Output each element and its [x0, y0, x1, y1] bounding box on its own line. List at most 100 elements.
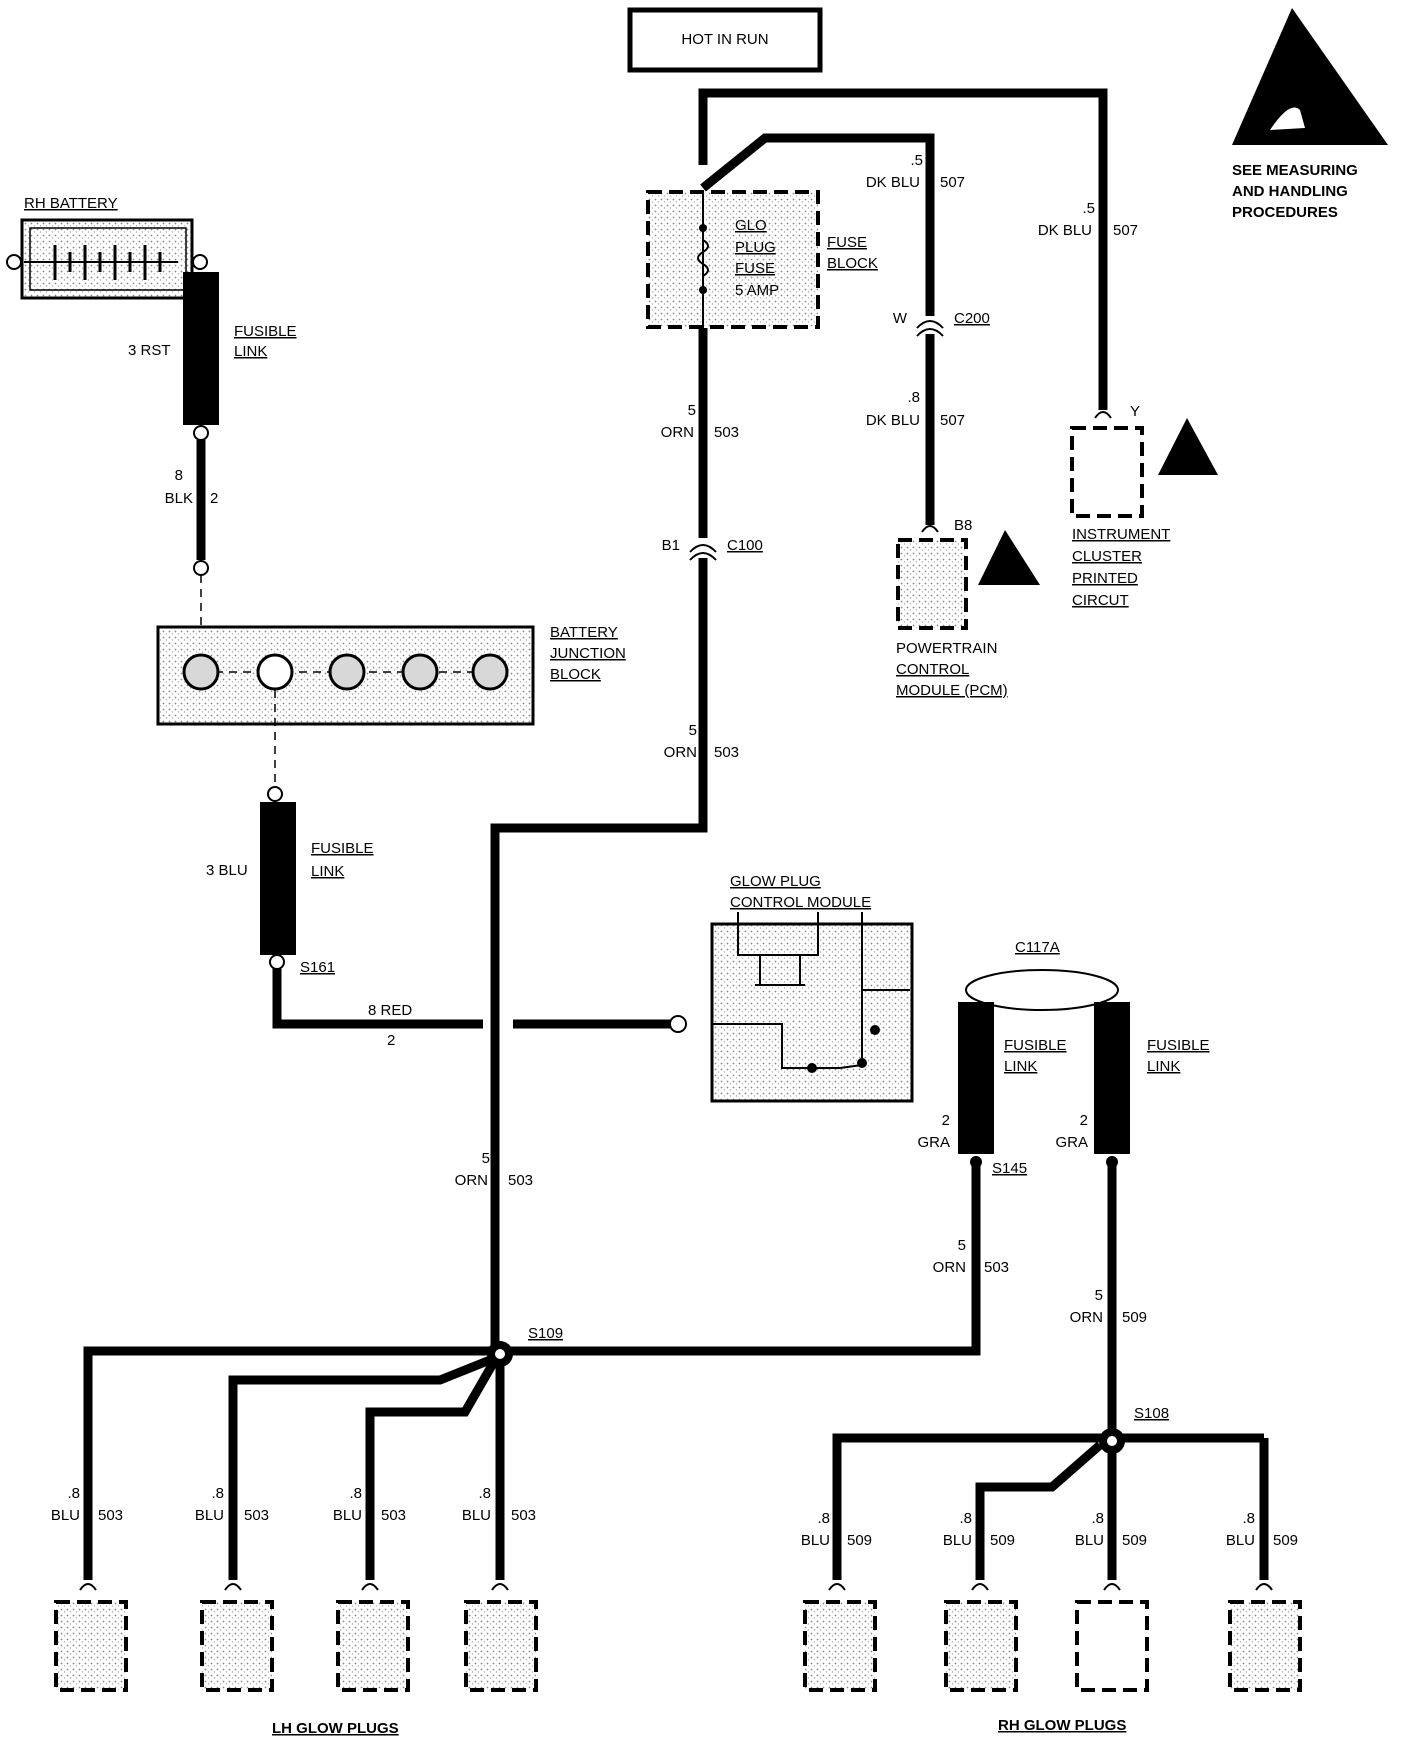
fusible-link-4-line1: FUSIBLE: [1147, 1037, 1210, 1054]
rh-battery: RH BATTERY: [6, 195, 208, 300]
splice-s161-label: S161: [300, 959, 335, 976]
hot-in-run-label: HOT IN RUN: [681, 31, 768, 48]
splice-s108: S108: [832, 1405, 1269, 1580]
ipc-line4: CIRCUT: [1072, 592, 1129, 609]
rh-plug-2-circuit: 509: [990, 1532, 1015, 1549]
fusible-link-2: 3 BLU FUSIBLE LINK S161 8 RED 2: [206, 786, 687, 1049]
fusible-link-1-wire: 3 RST: [128, 342, 171, 359]
lh-plug-1-gauge: .8: [67, 1485, 80, 1502]
glow-module-input-terminal-icon: [669, 1015, 687, 1033]
wire-503-lower-gauge: 5: [482, 1150, 490, 1167]
wire-507-right-color: DK BLU: [1038, 222, 1092, 239]
wire-503-s145-circuit: 503: [984, 1259, 1009, 1276]
wire-503-mid-circuit: 503: [714, 744, 739, 761]
connector-c100-name: C100: [727, 537, 763, 554]
circuit-503-feed: 5 ORN 503 B1 C100 5 ORN 503 5 ORN 503: [455, 328, 763, 1355]
connector-c117a-name: C117A: [1015, 939, 1060, 956]
battery-positive-terminal-icon: [192, 254, 208, 270]
circuit-503-s145: 5 ORN 503: [500, 1166, 1009, 1356]
splice-s108-label: S108: [1134, 1405, 1169, 1422]
esd-text-line3: PROCEDURES: [1232, 204, 1338, 221]
fuse-block-line1: FUSE: [827, 234, 867, 251]
lh-plug-3: .8 BLU 503: [333, 1485, 410, 1692]
wire-509-circuit: 509: [1122, 1309, 1147, 1326]
blk-wire-gauge: 8: [175, 467, 183, 484]
lh-plug-1: .8 BLU 503: [51, 1485, 128, 1692]
rh-plug-1-circuit: 509: [847, 1532, 872, 1549]
glow-plug-control-module: GLOW PLUG CONTROL MODULE: [710, 873, 914, 1103]
fuse-label-line3: FUSE: [735, 260, 775, 277]
fusible-link-3-color: GRA: [917, 1134, 950, 1151]
fusible-link-2-line1: FUSIBLE: [311, 840, 374, 857]
wire-503-top-color: ORN: [661, 424, 694, 441]
ipc-pin: Y: [1130, 403, 1140, 420]
ipc-line1: INSTRUMENT: [1072, 526, 1170, 543]
wire-507-top-circuit: 507: [940, 174, 965, 191]
junction-block-line1: BATTERY: [550, 624, 618, 641]
rh-plug-3-gauge: .8: [1091, 1510, 1104, 1527]
rh-plug-4-color: BLU: [1226, 1532, 1255, 1549]
junction-block-line2: JUNCTION: [550, 645, 626, 662]
fusible-link-4-line2: LINK: [1147, 1058, 1180, 1075]
red-wire-label: 8 RED: [368, 1002, 412, 1019]
esd-text-line1: SEE MEASURING: [1232, 162, 1358, 179]
lh-glow-plugs-title: LH GLOW PLUGS: [272, 1720, 399, 1737]
battery-junction-block: BATTERY JUNCTION BLOCK: [156, 624, 626, 792]
rh-plug-4: .8 BLU 509: [1226, 1510, 1302, 1692]
wire-503-top-circuit: 503: [714, 424, 739, 441]
rh-plug-4-circuit: 509: [1273, 1532, 1298, 1549]
rh-plug-2: .8 BLU 509: [943, 1510, 1018, 1692]
fusible-link-1-line2: LINK: [234, 343, 267, 360]
rh-plug-3: .8 BLU 509: [1075, 1510, 1149, 1692]
fusible-link-3-gauge: 2: [942, 1112, 950, 1129]
lh-plug-1-circuit: 503: [98, 1507, 123, 1524]
ipc-line2: CLUSTER: [1072, 548, 1142, 565]
wire-503-s145-gauge: 5: [958, 1237, 966, 1254]
wire-507-right-gauge: .5: [1082, 200, 1095, 217]
pcm-module: B8 POWERTRAIN CONTROL MODULE (PCM): [896, 517, 1040, 699]
wire-507-low-circuit: 507: [940, 412, 965, 429]
fusible-link-3-line1: FUSIBLE: [1004, 1037, 1067, 1054]
blk-wire-color: BLK: [165, 490, 193, 507]
wire-507-right-circuit: 507: [1113, 222, 1138, 239]
connector-c200-name: C200: [954, 310, 990, 327]
lh-plug-3-circuit: 503: [381, 1507, 406, 1524]
splice-s145-label: S145: [992, 1160, 1027, 1177]
rh-plug-4-gauge: .8: [1242, 1510, 1255, 1527]
lh-plug-1-color: BLU: [51, 1507, 80, 1524]
rh-plug-3-circuit: 509: [1122, 1532, 1147, 1549]
pcm-line2: CONTROL: [896, 661, 969, 678]
ipc-line3: PRINTED: [1072, 570, 1138, 587]
hot-in-run-header: HOT IN RUN: [627, 7, 823, 73]
battery-negative-terminal-icon: [6, 254, 22, 270]
circuit-509: 5 ORN 509: [1070, 1166, 1147, 1438]
wire-503-mid-color: ORN: [664, 744, 697, 761]
junction-block-line3: BLOCK: [550, 666, 601, 683]
wire-503-lower-circuit: 503: [508, 1172, 533, 1189]
wire-503-s145-color: ORN: [933, 1259, 966, 1276]
lh-plug-2-gauge: .8: [211, 1485, 224, 1502]
fusible-link-1: 3 RST FUSIBLE LINK 8 BLK 2: [128, 272, 297, 660]
battery-label: RH BATTERY: [24, 195, 118, 212]
wire-509-gauge: 5: [1095, 1287, 1103, 1304]
pcm-pin: B8: [954, 517, 972, 534]
lh-plug-2-color: BLU: [195, 1507, 224, 1524]
wire-507-top-color: DK BLU: [866, 174, 920, 191]
rh-plug-3-color: BLU: [1075, 1532, 1104, 1549]
connector-c100-icon: [689, 544, 717, 553]
wire-507-low-gauge: .8: [907, 389, 920, 406]
glow-module-line2: CONTROL MODULE: [730, 894, 871, 911]
fusible-link-2-line2: LINK: [311, 863, 344, 880]
pcm-line1: POWERTRAIN: [896, 640, 997, 657]
c117a-fusible-links: C117A FUSIBLE LINK FUSIBLE LINK 2 GRA 2 …: [917, 939, 1209, 1177]
ipc-esd-icon: [1158, 418, 1218, 475]
rh-plug-1: .8 BLU 509: [801, 1510, 877, 1692]
rh-glow-plugs-title: RH GLOW PLUGS: [998, 1717, 1126, 1734]
wire-509-color: ORN: [1070, 1309, 1103, 1326]
lh-plug-4-color: BLU: [462, 1507, 491, 1524]
rh-plug-2-color: BLU: [943, 1532, 972, 1549]
lh-plug-2-circuit: 503: [244, 1507, 269, 1524]
connector-c200-icon: [916, 320, 944, 329]
splice-s109: S109: [83, 1325, 563, 1580]
circuit-507-pcm: .5 DK BLU 507 W C200 .8 DK BLU 507: [866, 152, 990, 533]
